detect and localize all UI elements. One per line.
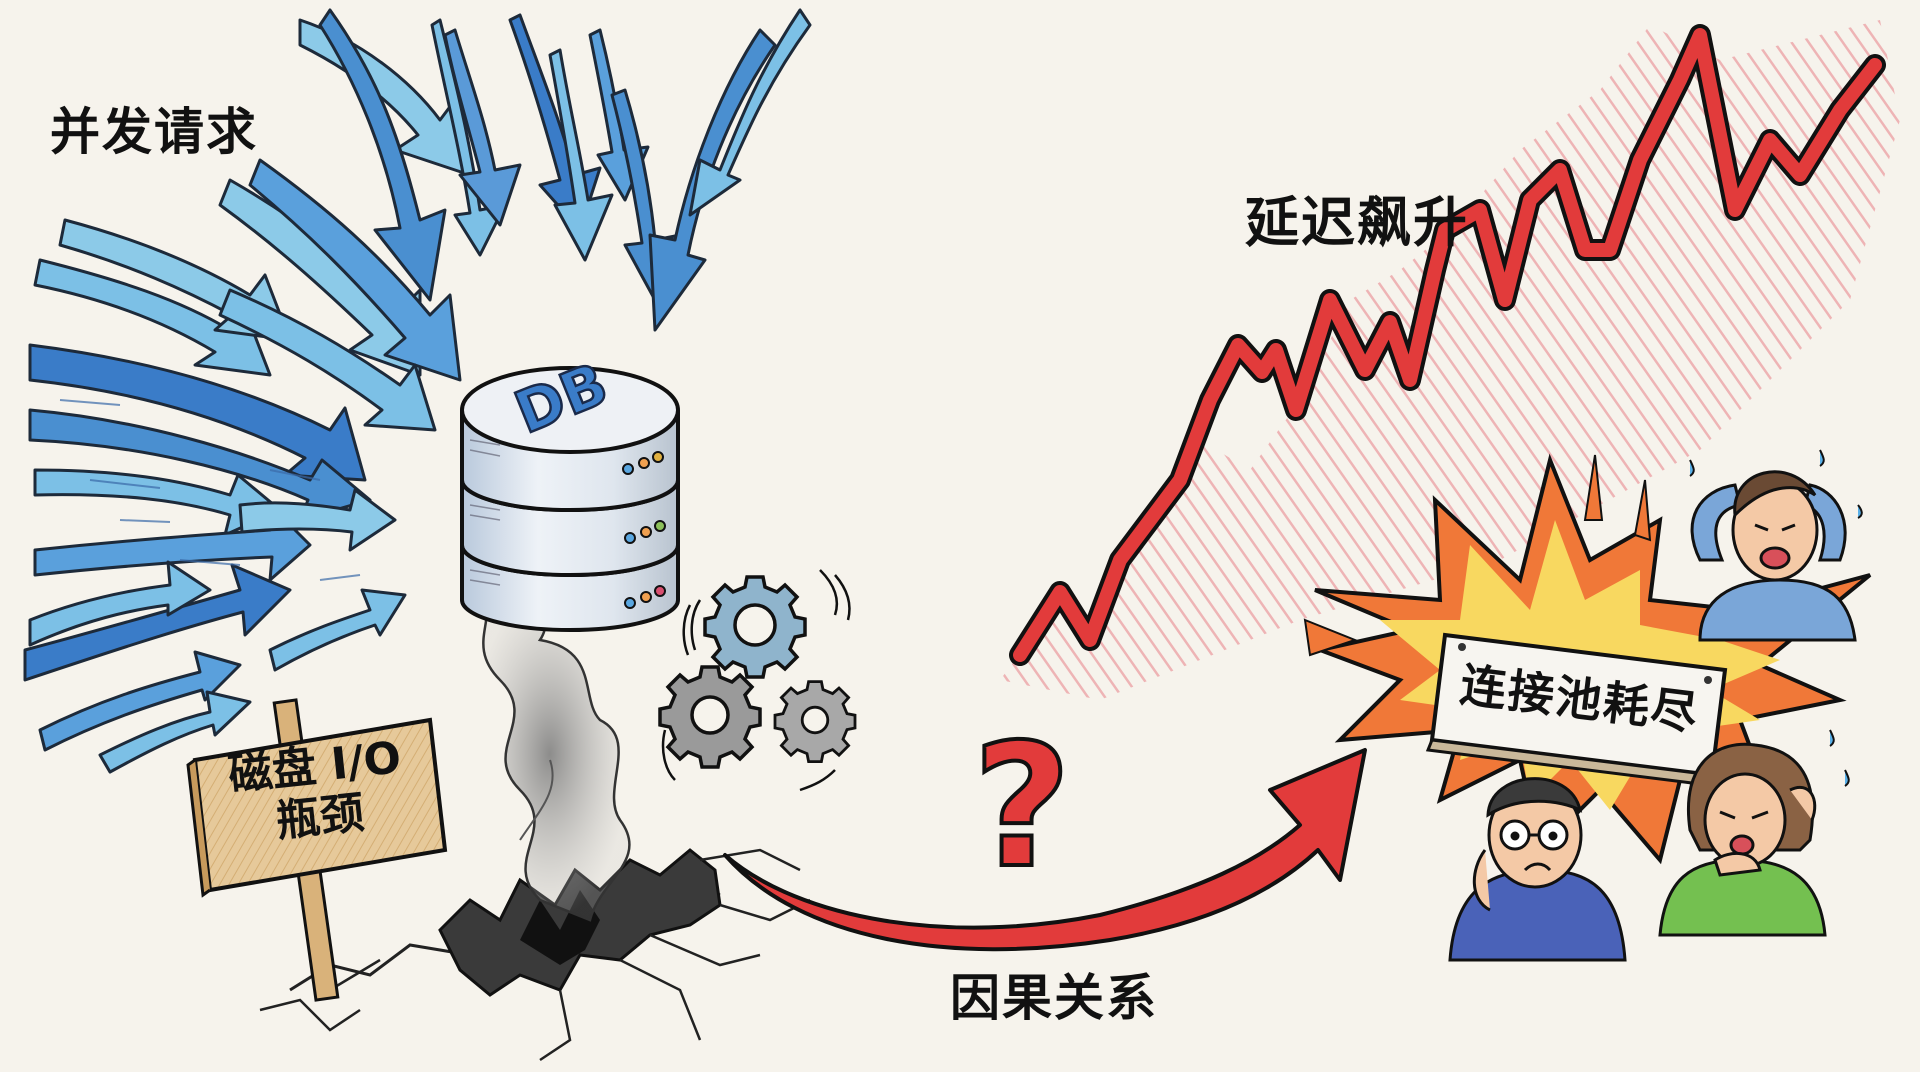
person-woman-icon <box>1658 729 1850 937</box>
causal-relation-label: 因果关系 <box>950 969 1158 1027</box>
arrow-icon <box>548 48 614 262</box>
arrow-icon <box>98 690 252 774</box>
concurrent-requests-label: 并发请求 <box>50 103 258 161</box>
incoming-requests-arrows <box>23 8 812 774</box>
causal-arrow <box>723 748 1367 952</box>
question-mark-icon: ? <box>973 708 1072 906</box>
arrow-icon <box>33 258 272 377</box>
led-green <box>654 520 666 532</box>
pool-exhausted-text: 连接池耗尽 <box>1457 657 1703 741</box>
arrow-icon <box>23 563 292 682</box>
arrow-icon <box>218 288 437 432</box>
disk-io-bottleneck-sign: 磁盘 I/O 瓶颈 <box>198 707 437 880</box>
latency-hatch-area <box>1000 20 1900 700</box>
arrow-icon <box>688 8 812 217</box>
led-yellow <box>652 451 664 463</box>
smoke-plume <box>466 586 631 922</box>
arrow-icon <box>248 158 462 382</box>
led-blue <box>622 463 634 475</box>
led-pink <box>654 585 666 597</box>
disk-io-signpost <box>186 698 448 1002</box>
arrow-icon <box>443 28 522 227</box>
arrow-icon <box>33 503 312 582</box>
person-man-top-icon <box>1689 449 1863 642</box>
arrow-icon <box>268 588 407 672</box>
arrow-icon <box>28 343 367 482</box>
latency-chart <box>1000 20 1900 700</box>
latency-line <box>1013 28 1882 662</box>
arrow-icon <box>648 28 777 332</box>
arrow-icon <box>318 8 447 302</box>
gear-gray-small-icon <box>773 680 857 764</box>
latency-spike-label: 延迟飙升 <box>1245 191 1469 254</box>
database-icon <box>460 366 680 632</box>
person-man-glasses-icon <box>1448 777 1627 962</box>
arrow-icon <box>28 560 212 647</box>
arrow-icon <box>238 488 397 552</box>
arrow-icon <box>38 650 242 752</box>
disk-io-sign-line2: 瓶颈 <box>273 787 367 848</box>
led-orange <box>638 457 650 469</box>
gears-icon <box>658 569 857 792</box>
gear-gray-icon <box>658 665 762 769</box>
gear-blue-icon <box>703 575 807 679</box>
